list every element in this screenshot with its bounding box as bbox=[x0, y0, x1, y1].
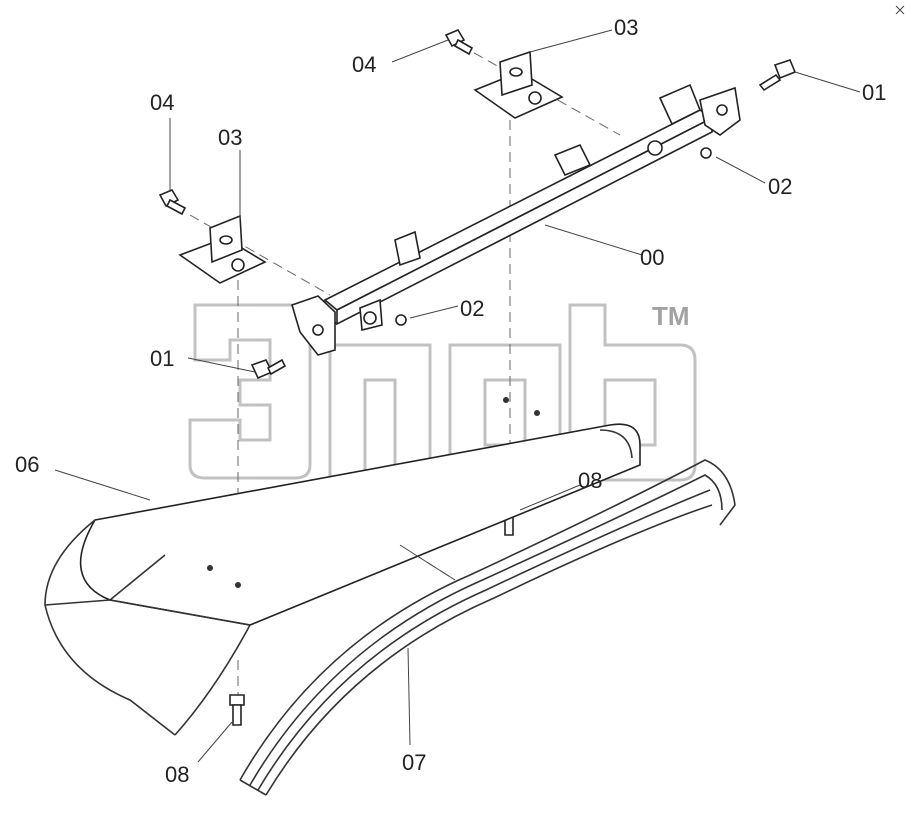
label-02-right: 02 bbox=[768, 174, 792, 199]
bracket-right bbox=[473, 50, 564, 119]
cover-hole-4 bbox=[534, 410, 540, 416]
label-08-left: 08 bbox=[165, 762, 189, 787]
label-00: 00 bbox=[640, 245, 664, 270]
label-07: 07 bbox=[402, 750, 426, 775]
cover-hole-3 bbox=[503, 397, 509, 403]
leader-lines bbox=[54, 29, 861, 763]
label-01-left: 01 bbox=[150, 346, 174, 371]
label-02-left: 02 bbox=[460, 296, 484, 321]
watermark-glyph-4 bbox=[568, 303, 697, 482]
part-labels: 00 01 01 02 02 03 03 04 04 06 07 08 08 bbox=[15, 15, 886, 787]
bolt-04-right bbox=[444, 28, 474, 56]
watermark-trademark: TM bbox=[652, 301, 690, 331]
label-03-right: 03 bbox=[614, 15, 638, 40]
label-03-left: 03 bbox=[218, 125, 242, 150]
watermark-glyph-2 bbox=[328, 343, 432, 482]
bolt-01-left bbox=[250, 358, 287, 380]
cover-hole-1 bbox=[207, 565, 213, 571]
cover-hole-2 bbox=[235, 582, 241, 588]
label-06: 06 bbox=[15, 452, 39, 477]
nut-02-left bbox=[395, 314, 407, 326]
corner-mark bbox=[895, 5, 905, 15]
bolt-04-left bbox=[158, 188, 187, 216]
main-beam bbox=[291, 83, 741, 356]
trim-strip bbox=[239, 459, 736, 796]
align-line-bolt-right bbox=[459, 44, 621, 136]
cover-panel bbox=[44, 397, 641, 736]
label-01-right: 01 bbox=[862, 80, 886, 105]
watermark: TM bbox=[188, 301, 697, 482]
label-08-right: 08 bbox=[578, 468, 602, 493]
label-04-right: 04 bbox=[352, 52, 376, 77]
label-04-left: 04 bbox=[150, 90, 174, 115]
bracket-left bbox=[178, 214, 267, 284]
bolt-08-left bbox=[229, 694, 245, 726]
nut-02-right bbox=[700, 147, 712, 159]
watermark-glyph-1 bbox=[188, 303, 312, 480]
align-line-bolt-left bbox=[189, 214, 331, 296]
bolt-01-right bbox=[758, 59, 797, 92]
